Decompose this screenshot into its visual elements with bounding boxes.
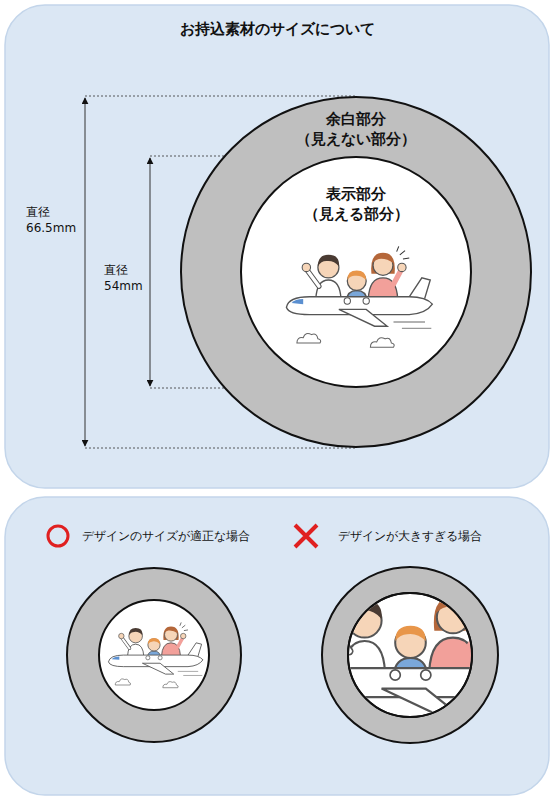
drawing-circle (67, 568, 241, 742)
drawing-path (85, 98, 86, 446)
drawing-path (150, 158, 151, 386)
bad-example (297, 567, 533, 750)
dimension-label: 直径 54mm (104, 262, 159, 294)
drawing-circle (99, 600, 209, 710)
caption-label: デザインが大きすぎる場合 (338, 528, 482, 544)
good-example (67, 568, 241, 742)
region-label: 表示部分 （見える部分） (289, 184, 424, 225)
ok-mark (48, 526, 68, 546)
drawing-rect (5, 5, 549, 488)
region-label: 余白部分 （見えない部分） (289, 109, 424, 150)
drawing-use (297, 587, 533, 750)
display-circle: 表示部分 （見える部分） (240, 156, 472, 388)
drawing-rect (5, 497, 549, 795)
circle-outline (241, 157, 471, 387)
page-title: お持込素材のサイズについて (0, 20, 554, 39)
caption-label: デザインのサイズが適正な場合 (82, 528, 250, 544)
drawing-use (108, 622, 203, 687)
circle-outline (181, 97, 531, 447)
dimension-label: 直径 66.5mm (26, 204, 81, 236)
family-illustration (286, 246, 432, 347)
drawing-circle (348, 593, 472, 717)
drawing-g (108, 622, 203, 687)
drawing-g (297, 587, 533, 750)
margin-circle: 余白部分 （見えない部分） 表示部分 （見える部分） (180, 96, 532, 448)
ng-mark (295, 525, 317, 547)
